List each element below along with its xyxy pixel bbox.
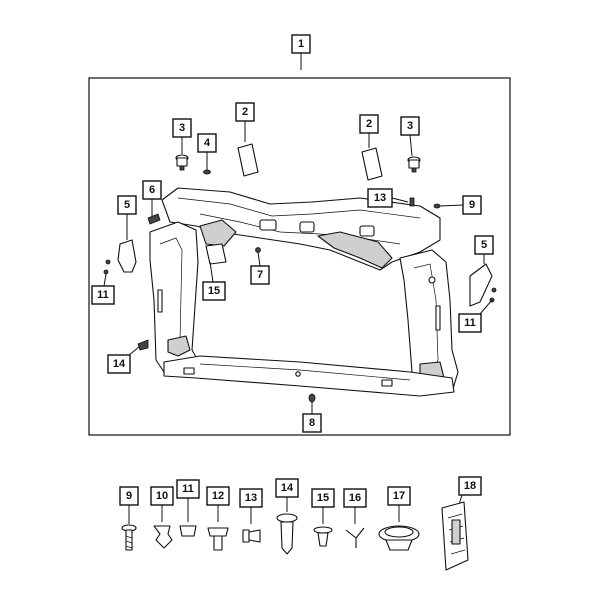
assembly-frame [88,77,511,436]
svg-text:11: 11 [182,483,194,495]
callout-4: 4 [197,133,217,153]
callout-9: 9 [462,195,482,215]
legend-item-13: 13 [239,488,263,543]
grommet [308,393,316,403]
legend-item-16: 16 [343,488,367,548]
push-pin-left-upper [105,259,111,265]
svg-text:18: 18 [464,480,476,492]
seal-strip-left [237,143,259,177]
legend-item-14: 14 [275,478,299,555]
legend-item-17: 17 [378,486,420,551]
callout-3-left: 3 [172,118,192,138]
svg-text:2: 2 [366,118,372,130]
legend-item-9: 9 [119,486,139,551]
bracket-left [117,239,137,273]
bumper-stop-right [407,156,421,173]
legend-item-11: 11 [176,479,200,537]
callout-14: 14 [107,354,131,374]
bracket-right [469,263,493,307]
callout-7: 7 [250,265,270,285]
svg-text:14: 14 [281,482,294,494]
legend-item-10: 10 [150,486,174,549]
radiator-support-assembly [149,187,459,397]
bumper-stop-left [175,154,189,171]
callout-11-left: 11 [91,285,115,305]
svg-text:15: 15 [317,492,329,504]
svg-text:15: 15 [208,285,220,297]
pin [255,247,261,253]
svg-text:10: 10 [156,490,168,502]
callout-labels: 1 2 2 3 3 4 5 5 6 7 8 9 11 11 13 14 15 [91,34,494,433]
callout-13: 13 [367,188,393,208]
callout-5-left: 5 [117,195,137,215]
legend-item-15: 15 [311,488,335,547]
callout-2-left: 2 [235,102,255,122]
push-pin-right-upper [491,287,497,293]
screw [433,203,441,209]
svg-text:6: 6 [149,184,155,196]
svg-text:9: 9 [469,199,475,211]
svg-text:17: 17 [393,490,405,502]
svg-text:11: 11 [97,289,109,301]
fastener-legend: 9 10 11 12 13 [119,476,482,571]
svg-text:1: 1 [298,38,304,50]
svg-text:2: 2 [242,106,248,118]
svg-text:9: 9 [126,490,132,502]
legend-item-18: 18 [441,476,482,571]
svg-text:3: 3 [407,120,413,132]
svg-text:13: 13 [245,492,257,504]
callout-5-right: 5 [474,235,494,255]
svg-text:11: 11 [464,317,476,329]
nut [203,169,211,175]
svg-text:13: 13 [374,192,386,204]
svg-text:5: 5 [124,199,130,211]
legend-item-12: 12 [206,486,230,551]
fastener [409,197,415,207]
loose-parts [103,143,497,403]
svg-text:16: 16 [349,492,361,504]
svg-text:12: 12 [212,490,224,502]
callout-3-right: 3 [400,116,420,136]
clip [147,213,161,225]
svg-text:7: 7 [257,269,263,281]
push-pin-left-lower [103,269,109,275]
callout-2-right: 2 [359,114,379,134]
svg-text:14: 14 [113,358,126,370]
svg-text:5: 5 [481,239,487,251]
svg-text:3: 3 [179,122,185,134]
rivet [137,339,149,351]
callout-11-right: 11 [458,313,482,333]
leader-lines [103,53,493,414]
seal-strip-right [361,147,383,181]
callout-1: 1 [291,34,311,54]
callout-15: 15 [202,281,226,301]
callout-8: 8 [302,413,322,433]
svg-text:8: 8 [309,417,315,429]
callout-6: 6 [142,180,162,200]
svg-text:4: 4 [204,137,211,149]
